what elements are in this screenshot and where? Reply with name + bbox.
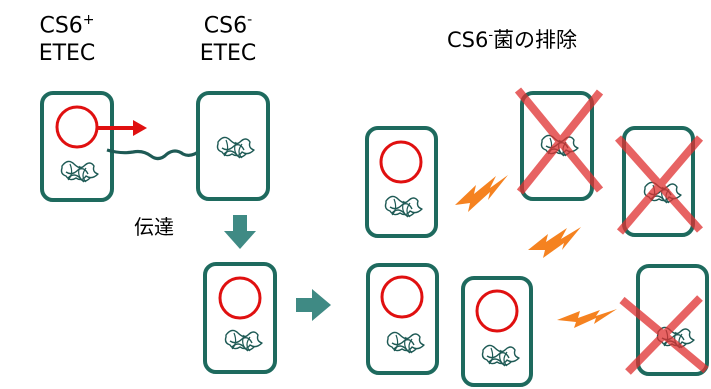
plasmid-circle — [380, 275, 424, 319]
plasmid-circle — [218, 276, 262, 320]
cs6-negative-sup: - — [247, 12, 253, 28]
cs6-positive-etec: ETEC — [38, 41, 96, 67]
cs6-positive-cell-4 — [461, 276, 533, 387]
eliminated-cell-2 — [615, 126, 704, 237]
eliminated-cell-1 — [514, 87, 604, 201]
cross-mark-icon — [514, 87, 604, 195]
cs6-positive-label: CS6+ ETEC — [22, 6, 112, 68]
plasmid-circle — [379, 140, 423, 184]
cross-mark-icon — [615, 135, 704, 235]
transfer-label: 伝達 — [134, 215, 174, 239]
cs6-positive-cell-3 — [366, 263, 439, 375]
exclusion-name: CS6 — [446, 28, 489, 52]
cs6-negative-label: CS6- ETEC — [183, 6, 273, 68]
eliminated-cell-3 — [619, 264, 709, 376]
red-arrow-icon — [97, 120, 147, 136]
lightning-bolt-icon — [557, 309, 617, 328]
cs6-negative-name: CS6 — [203, 13, 248, 39]
plasmid-circle — [475, 289, 519, 333]
cs6-positive-name: CS6 — [39, 13, 83, 39]
lightning-bolt-icon — [528, 227, 581, 258]
teal-right-arrow-icon — [296, 289, 331, 321]
cs6-positive-cell — [40, 91, 114, 202]
exclusion-sup: - — [488, 28, 494, 43]
pilus-line — [106, 148, 202, 161]
transformed-cell — [203, 262, 277, 374]
exclusion-rest: 菌の排除 — [493, 28, 578, 52]
lightning-bolt-icon — [455, 175, 508, 212]
exclusion-title: CS6-菌の排除 — [412, 22, 612, 54]
cross-mark-icon — [619, 295, 709, 375]
cs6-negative-cell — [196, 91, 270, 201]
teal-down-arrow-icon — [224, 215, 256, 249]
cs6-positive-cell-2 — [365, 126, 438, 238]
cs6-negative-etec: ETEC — [199, 41, 257, 67]
cs6-positive-sup: + — [82, 12, 95, 28]
